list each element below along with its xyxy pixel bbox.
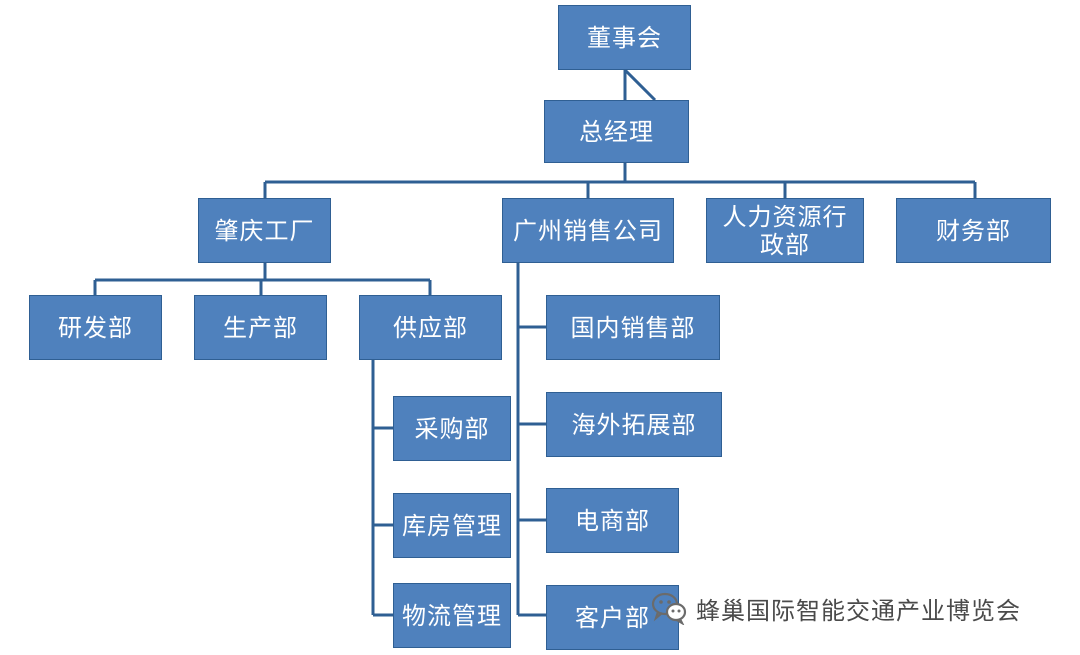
node-ecommerce: 电商部 <box>546 488 679 553</box>
node-customer: 客户部 <box>546 585 679 650</box>
label-zhaoqing-factory: 肇庆工厂 <box>214 216 315 245</box>
node-overseas: 海外拓展部 <box>546 392 722 457</box>
label-procurement: 采购部 <box>414 414 490 443</box>
label-production: 生产部 <box>223 313 298 342</box>
label-board: 董事会 <box>587 23 662 52</box>
node-logistics: 物流管理 <box>393 583 511 648</box>
label-guangzhou-sales: 广州销售公司 <box>513 216 663 245</box>
label-hr-admin-line1: 人力资源行 <box>722 202 848 231</box>
node-supply: 供应部 <box>359 295 502 360</box>
label-supply: 供应部 <box>393 313 468 342</box>
node-board: 董事会 <box>558 5 691 70</box>
node-zhaoqing-factory: 肇庆工厂 <box>198 198 331 263</box>
node-hr-admin: 人力资源行 政部 <box>706 198 864 263</box>
node-finance: 财务部 <box>896 198 1051 263</box>
node-procurement: 采购部 <box>393 396 511 461</box>
node-warehouse: 库房管理 <box>393 493 511 558</box>
label-overseas: 海外拓展部 <box>571 410 697 439</box>
node-rnd: 研发部 <box>29 295 162 360</box>
watermark-text: 蜂巢国际智能交通产业博览会 <box>696 596 1021 625</box>
watermark: 蜂巢国际智能交通产业博览会 <box>650 588 1021 628</box>
node-domestic-sales: 国内销售部 <box>546 295 720 360</box>
label-gm: 总经理 <box>579 117 654 146</box>
label-warehouse: 库房管理 <box>402 511 502 540</box>
label-hr-admin-line2: 政部 <box>760 230 810 259</box>
label-logistics: 物流管理 <box>402 601 502 630</box>
node-guangzhou-sales: 广州销售公司 <box>502 198 674 263</box>
label-customer: 客户部 <box>575 603 650 632</box>
connector-board-gm <box>623 68 657 102</box>
wechat-icon <box>651 592 687 625</box>
label-ecommerce: 电商部 <box>575 506 650 535</box>
node-gm: 总经理 <box>544 100 689 163</box>
label-domestic-sales: 国内销售部 <box>570 313 696 342</box>
label-finance: 财务部 <box>936 216 1011 245</box>
node-production: 生产部 <box>194 295 327 360</box>
label-rnd: 研发部 <box>58 313 133 342</box>
